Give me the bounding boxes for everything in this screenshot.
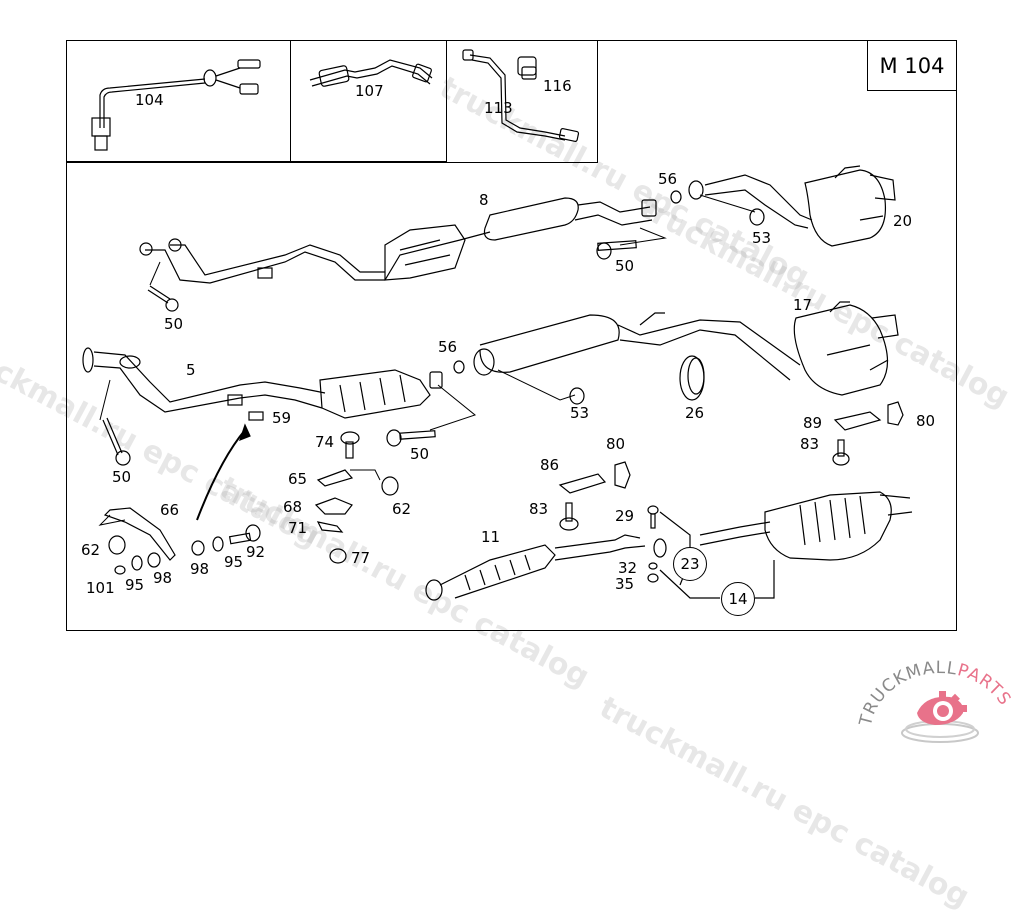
circled-label-14[interactable]: 14 [721,582,755,616]
label-62-mid: 62 [392,500,412,518]
model-code: M 104 [879,53,945,78]
label-50-top-right: 50 [615,257,635,275]
logo-graphic: TRUCKMALLPARTS [856,658,1014,743]
label-11: 11 [481,528,501,546]
label-8: 8 [479,191,489,209]
label-92: 92 [246,543,266,561]
exhaust-line-upper[interactable] [139,165,896,284]
label-53-top: 53 [752,229,772,247]
label-98-mid: 98 [190,560,210,578]
label-77: 77 [351,549,371,567]
label-95-mid: 95 [224,553,244,571]
label-29: 29 [615,507,635,525]
circled-label-23[interactable]: 23 [673,547,707,581]
label-66: 66 [160,501,180,519]
label-62-left: 62 [81,541,101,559]
label-116: 116 [543,77,572,95]
sensor-line-113-drawing[interactable] [462,49,580,142]
label-32: 32 [618,559,638,577]
label-80-mid: 80 [606,435,626,453]
inset-sensor-line-113 [446,40,598,163]
label-86: 86 [540,456,560,474]
model-code-box: M 104 [867,40,957,91]
label-83-mid: 83 [529,500,549,518]
label-89: 89 [803,414,823,432]
circled-label-14-text: 14 [728,590,748,608]
leader-lines [98,194,756,526]
label-74: 74 [315,433,335,451]
gear-icon [917,691,967,725]
label-53-mid: 53 [570,404,590,422]
label-83-right: 83 [800,435,820,453]
exhaust-line-middle[interactable] [82,301,899,419]
label-101: 101 [86,579,115,597]
label-50-top-left: 50 [164,315,184,333]
label-68: 68 [283,498,303,516]
oxygen-sensor-107-drawing[interactable] [309,59,433,87]
label-35: 35 [615,575,635,593]
label-17: 17 [793,296,813,314]
label-80-right: 80 [916,412,936,430]
circled-label-23-text: 23 [680,555,700,573]
oxygen-sensor-104-drawing[interactable] [91,59,261,151]
label-107: 107 [355,82,384,100]
exhaust-line-lower[interactable] [425,491,913,601]
label-50-mid: 50 [410,445,430,463]
label-5: 5 [186,361,196,379]
label-95-left: 95 [125,576,145,594]
label-71: 71 [288,519,308,537]
label-56-top: 56 [658,170,678,188]
label-50-mid-left: 50 [112,468,132,486]
fasteners[interactable] [102,190,904,583]
label-65: 65 [288,470,308,488]
label-26: 26 [685,404,705,422]
label-104: 104 [135,91,164,109]
truckmallparts-logo: TRUCKMALLPARTS [855,655,1020,747]
arrow [196,423,251,521]
label-113: 113 [484,99,513,117]
label-98-left: 98 [153,569,173,587]
exhaust-system-drawing [82,49,913,601]
label-20: 20 [893,212,913,230]
label-59: 59 [272,409,292,427]
label-56-mid: 56 [438,338,458,356]
